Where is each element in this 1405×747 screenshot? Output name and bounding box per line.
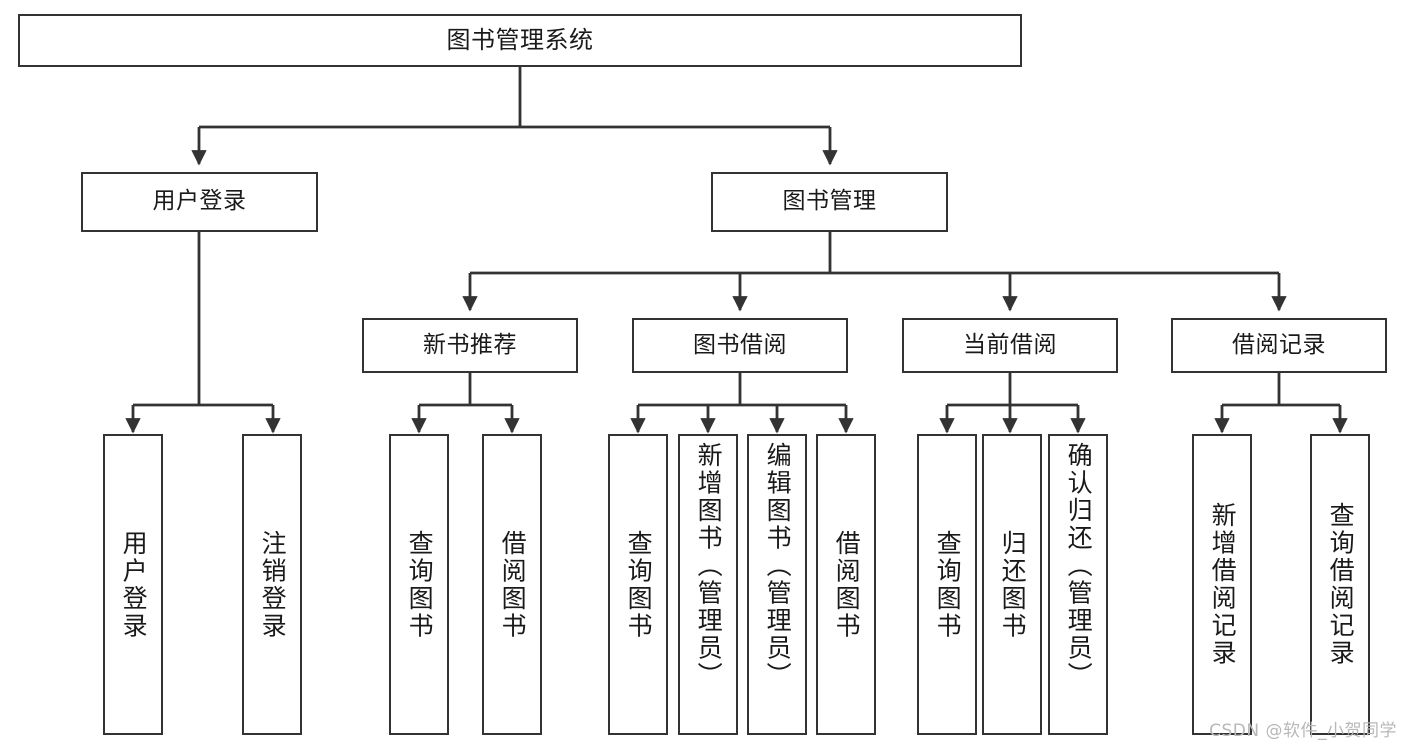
node-book-borrow[interactable]: 图书借阅	[632, 318, 848, 373]
node-label: 确认归还（管理员）	[1064, 442, 1094, 690]
node-book-management[interactable]: 图书管理	[711, 172, 948, 232]
leaf-borrow-books-borrow[interactable]: 借阅图书	[816, 434, 876, 735]
leaf-query-books-current[interactable]: 查询图书	[917, 434, 977, 735]
node-label: 图书借阅	[693, 331, 787, 358]
node-label: 编辑图书（管理员）	[763, 442, 793, 690]
node-user-login[interactable]: 用户登录	[81, 172, 318, 232]
leaf-add-borrow-record[interactable]: 新增借阅记录	[1192, 434, 1252, 735]
node-current-borrow[interactable]: 当前借阅	[902, 318, 1118, 373]
node-label: 查询借阅记录	[1326, 502, 1356, 667]
leaf-query-books-borrow[interactable]: 查询图书	[608, 434, 668, 735]
leaf-confirm-return-admin[interactable]: 确认归还（管理员）	[1048, 434, 1108, 735]
node-label: 用户登录	[119, 529, 149, 640]
node-borrow-records[interactable]: 借阅记录	[1171, 318, 1387, 373]
node-new-book-recommendation[interactable]: 新书推荐	[362, 318, 578, 373]
leaf-return-books[interactable]: 归还图书	[982, 434, 1042, 735]
leaf-user-login[interactable]: 用户登录	[103, 434, 163, 735]
node-root-system[interactable]: 图书管理系统	[18, 14, 1022, 67]
node-label: 图书管理	[782, 188, 877, 215]
leaf-query-borrow-record[interactable]: 查询借阅记录	[1310, 434, 1370, 735]
node-label: 注销登录	[258, 529, 288, 640]
node-label: 新增借阅记录	[1208, 502, 1238, 667]
node-label: 查询图书	[405, 529, 435, 640]
node-label: 图书管理系统	[446, 26, 594, 55]
node-label: 查询图书	[624, 529, 654, 640]
node-label: 查询图书	[933, 529, 963, 640]
node-label: 用户登录	[152, 188, 247, 215]
node-label: 新书推荐	[423, 331, 517, 358]
leaf-logout[interactable]: 注销登录	[242, 434, 302, 735]
watermark-text: CSDN @软件_小贺同学	[1209, 721, 1397, 741]
node-label: 新增图书（管理员）	[694, 442, 724, 690]
node-label: 当前借阅	[963, 331, 1057, 358]
node-label: 借阅图书	[498, 529, 528, 640]
leaf-edit-book-admin[interactable]: 编辑图书（管理员）	[747, 434, 807, 735]
node-label: 归还图书	[998, 529, 1028, 640]
leaf-add-book-admin[interactable]: 新增图书（管理员）	[678, 434, 738, 735]
node-label: 借阅记录	[1232, 331, 1326, 358]
leaf-borrow-books-recommend[interactable]: 借阅图书	[482, 434, 542, 735]
leaf-query-books-recommend[interactable]: 查询图书	[389, 434, 449, 735]
node-label: 借阅图书	[832, 529, 862, 640]
